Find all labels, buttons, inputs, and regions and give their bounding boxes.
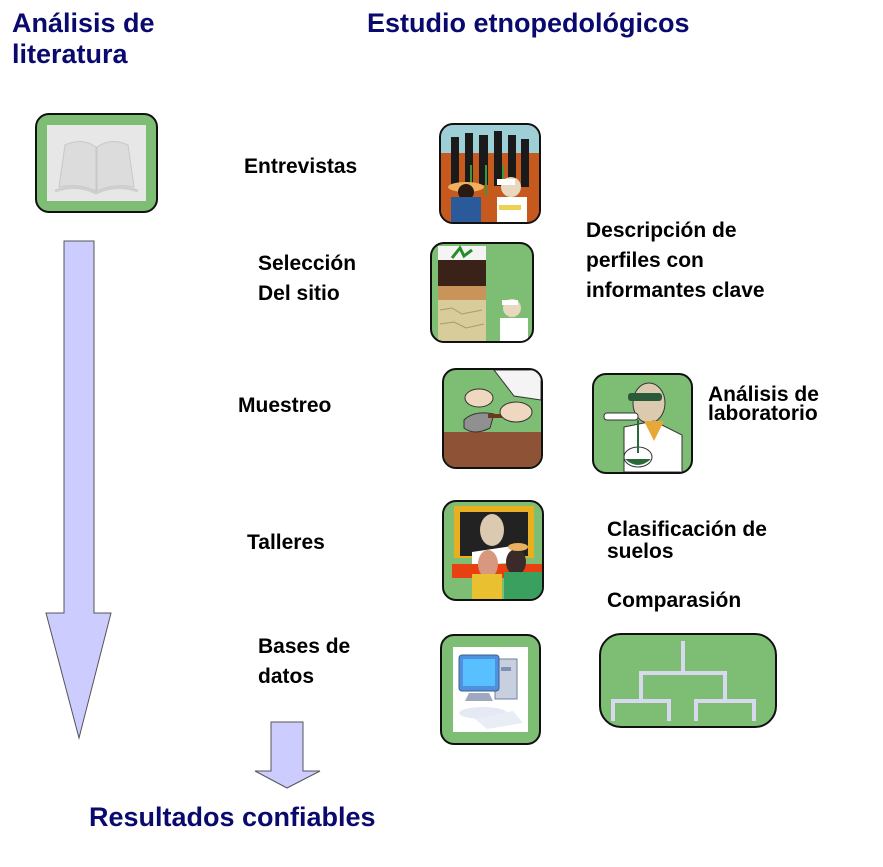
step-label: Del sitio: [258, 282, 340, 305]
ethno-study-title: Estudio etnopedológicos: [367, 8, 690, 38]
dendrogram-icon: [599, 633, 777, 728]
comparison-note: Comparasión: [607, 589, 742, 612]
step-talleres: Talleres: [247, 528, 325, 558]
note-line: Descripción de: [586, 219, 737, 242]
step-label: Talleres: [247, 531, 325, 554]
lab-scientist-icon: [592, 373, 693, 474]
step-label: Entrevistas: [244, 155, 358, 178]
step-label: Bases de: [258, 635, 351, 658]
result-title: Resultados confiables: [89, 802, 376, 832]
book-icon: [47, 125, 146, 201]
profile-description-note: Descripción de perfiles con informantes …: [586, 216, 765, 306]
step-label: datos: [258, 665, 315, 688]
step-muestreo: Muestreo: [238, 391, 331, 421]
interview-icon: [439, 123, 541, 224]
small-down-arrow: [254, 721, 321, 789]
note-line: perfiles con: [586, 249, 704, 272]
big-down-arrow: [45, 240, 112, 740]
step-bases-datos: Bases de datos: [258, 632, 350, 692]
note-line: suelos: [607, 540, 674, 563]
step-label: Selección: [258, 252, 357, 275]
sampling-trowel-icon: [442, 368, 543, 469]
classification-note: Clasificación de suelos: [607, 519, 767, 563]
step-seleccion-sitio: Selección Del sitio: [258, 249, 356, 309]
literature-title-line1: Análisis de: [12, 8, 155, 38]
note-line: laboratorio: [708, 402, 818, 425]
literature-title: Análisis de literatura: [12, 8, 155, 70]
literature-title-line2: literatura: [12, 39, 128, 69]
book-icon-box: [35, 113, 158, 213]
lab-analysis-note: Análisis de laboratorio: [708, 383, 819, 425]
note-line: Clasificación de: [607, 518, 767, 541]
note-line: informantes clave: [586, 279, 765, 302]
soil-profile-icon: [430, 242, 534, 343]
computer-icon: [440, 634, 541, 745]
step-label: Muestreo: [238, 394, 332, 417]
workshop-icon: [442, 500, 544, 601]
note-line: Análisis de: [708, 383, 819, 406]
step-entrevistas: Entrevistas: [244, 152, 357, 182]
